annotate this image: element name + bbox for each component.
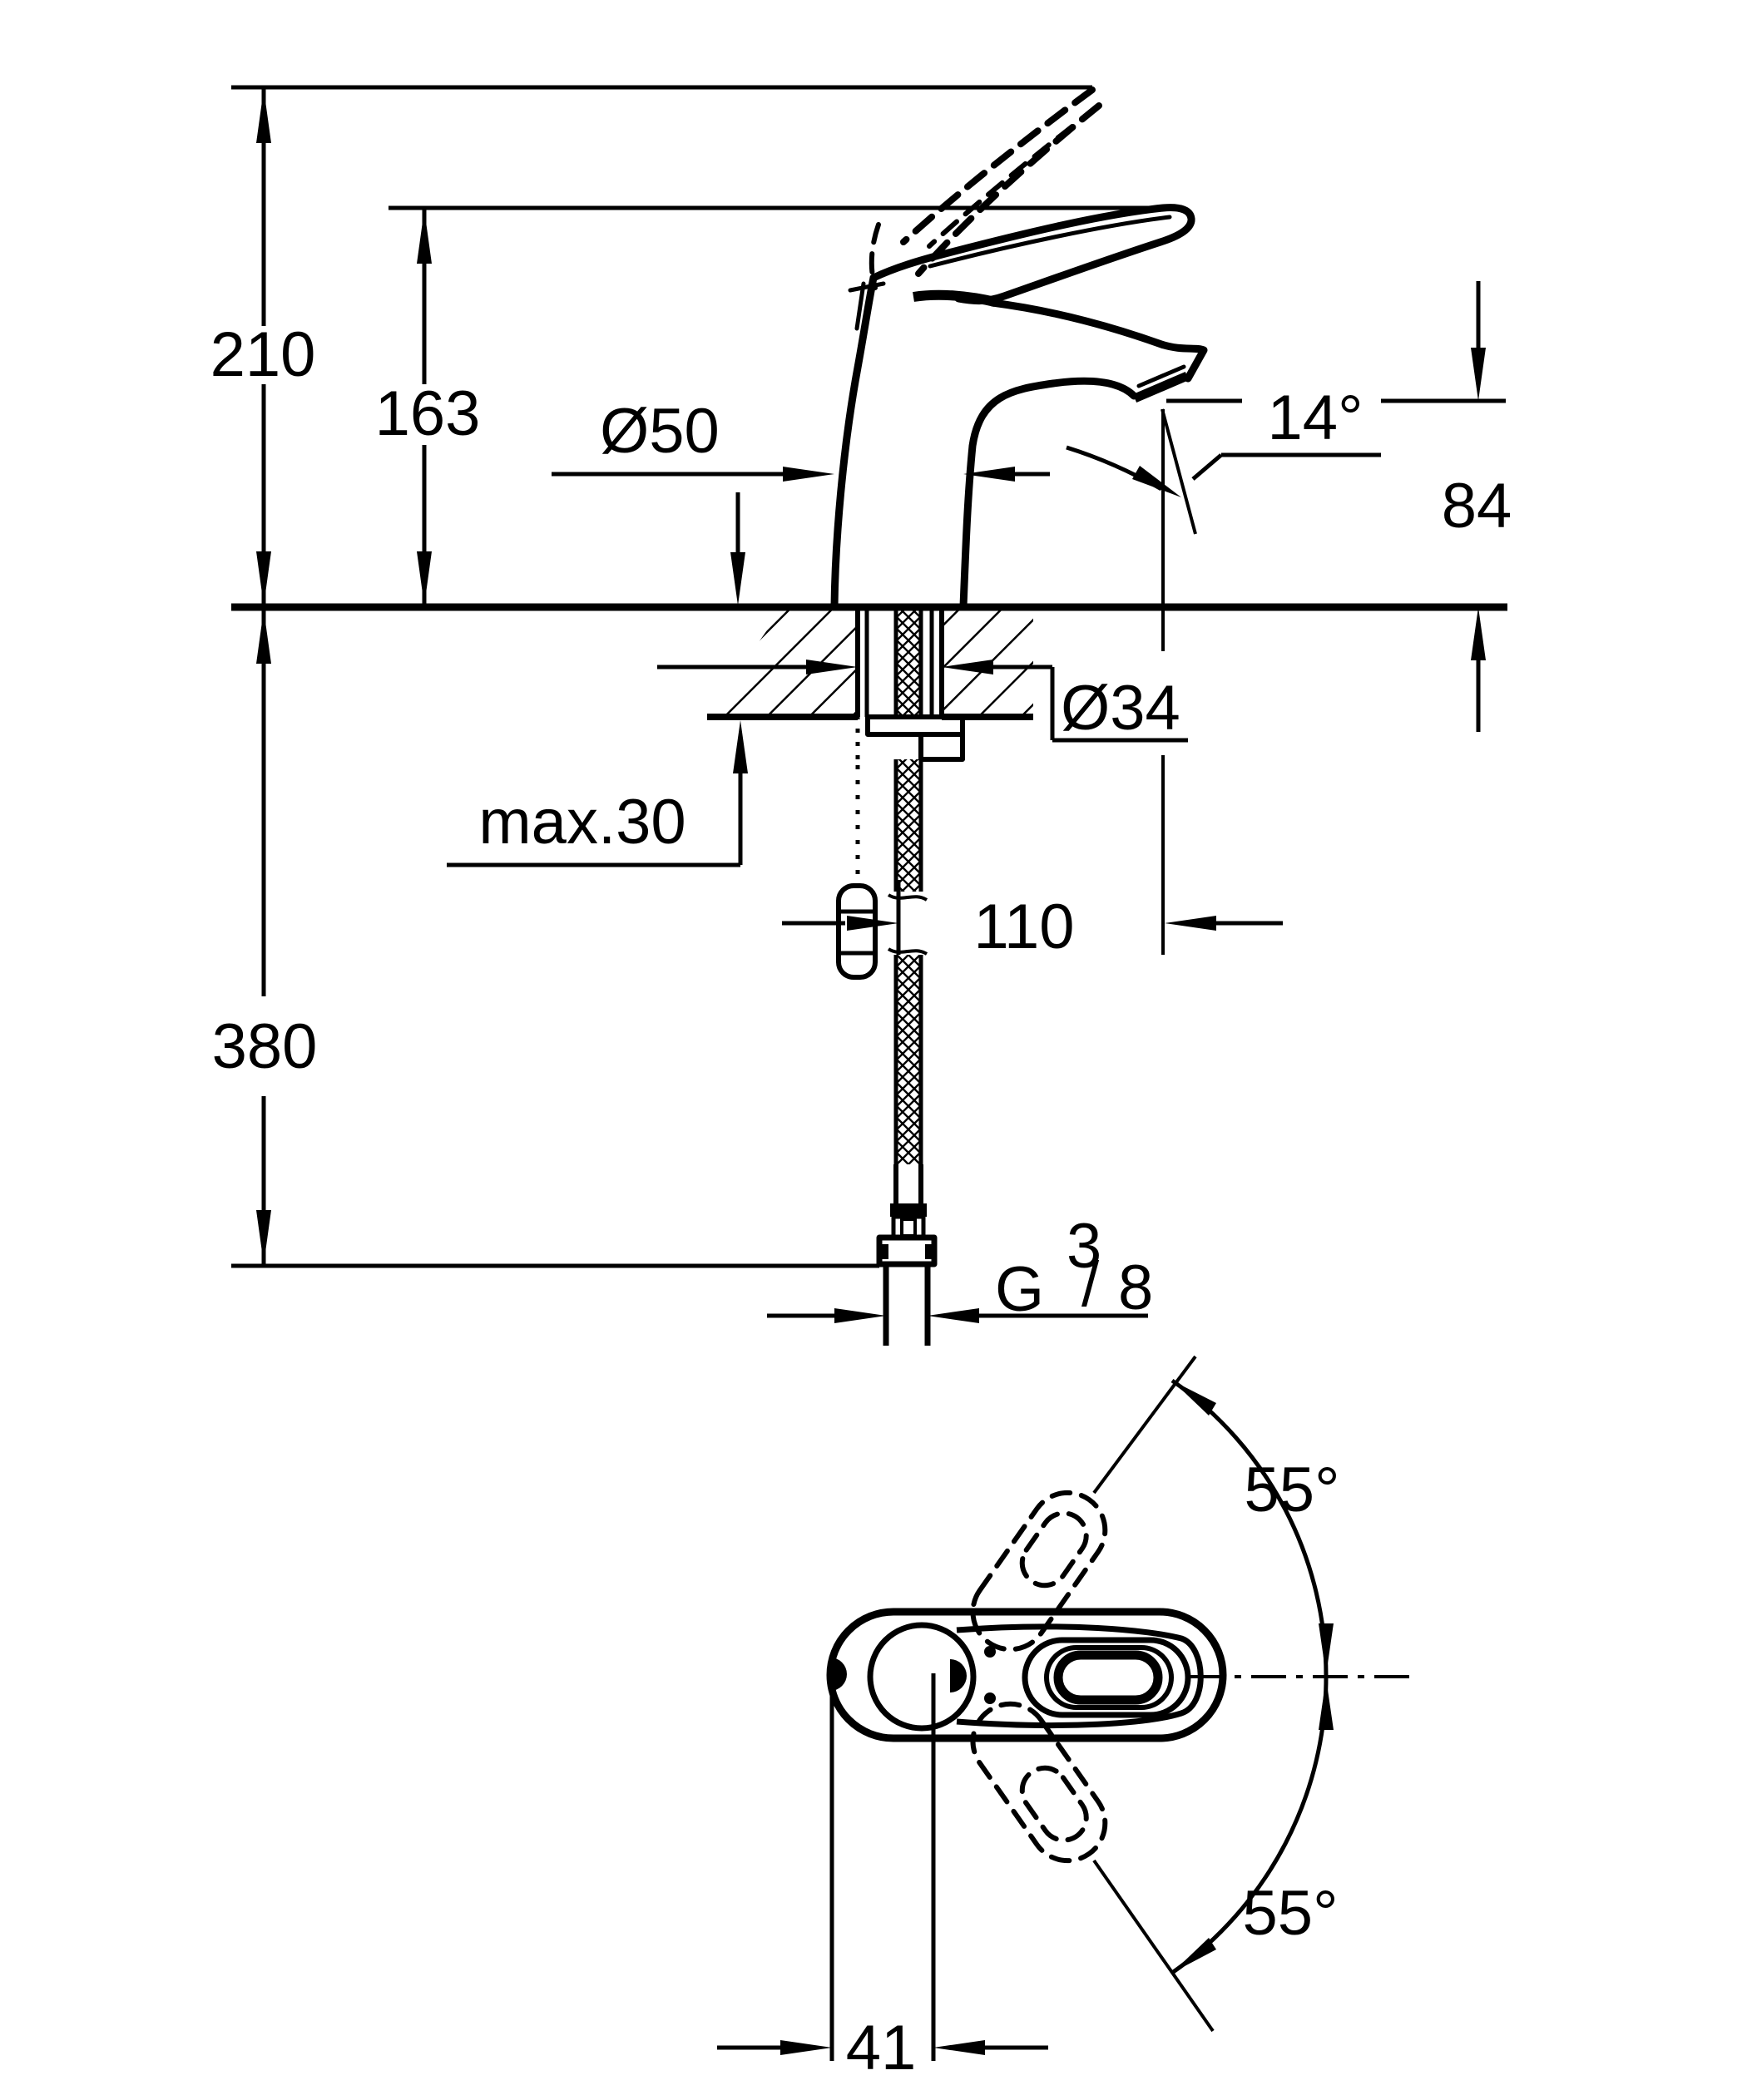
handle-raised-phantom xyxy=(869,86,1102,290)
dim-spout-angle: 14° xyxy=(1066,383,1506,955)
aerator-face xyxy=(1132,371,1190,403)
label-380: 380 xyxy=(212,1011,318,1082)
label-thread-numerator: 3 xyxy=(1067,1211,1101,1282)
dim-deck-thickness: max.30 xyxy=(447,492,748,867)
cartridge-cap xyxy=(867,1622,977,1732)
label-max30: max.30 xyxy=(478,787,685,857)
flex-hose xyxy=(876,759,938,1346)
axis-mark xyxy=(950,1659,967,1692)
hose-collar xyxy=(890,1203,927,1217)
label-diameter-50: Ø50 xyxy=(600,396,720,467)
label-55-upper: 55° xyxy=(1245,1455,1340,1525)
dim-swivel-upper: 55° xyxy=(1170,1378,1340,1678)
dim-thread: G 3 / 8 xyxy=(767,1211,1153,1325)
dim-spout-height: 84 xyxy=(1442,281,1512,732)
label-163: 163 xyxy=(375,378,481,449)
spout-outlet-mark xyxy=(830,1658,847,1691)
label-55-lower: 55° xyxy=(1243,1878,1339,1949)
label-14deg: 14° xyxy=(1268,383,1363,453)
label-thread-slash: / xyxy=(1081,1249,1100,1320)
dim-hole-diameter: Ø34 xyxy=(657,660,1188,744)
dim-swivel-lower: 55° xyxy=(1170,1676,1339,1975)
handle-lever xyxy=(869,204,1195,305)
dim-overall-height: 210 xyxy=(210,85,1092,605)
thread-tail xyxy=(883,1264,931,1346)
dim-hose-length: 380 xyxy=(212,610,879,1268)
dim-body-height: 163 xyxy=(375,205,1171,605)
popup-rod-assembly xyxy=(836,609,878,980)
label-thread-G: G xyxy=(995,1254,1044,1325)
mounting-flange xyxy=(865,714,965,737)
label-84: 84 xyxy=(1442,471,1512,541)
handle-loop-inner xyxy=(1053,1650,1163,1705)
label-41: 41 xyxy=(846,2013,917,2083)
countertop-section xyxy=(231,603,1507,762)
side-view: 210 163 380 Ø50 xyxy=(210,85,1512,1346)
top-view: 55° 55° 41 xyxy=(717,1355,1414,2083)
faucet-body-outline xyxy=(830,204,1208,610)
label-diameter-34: Ø34 xyxy=(1061,673,1180,744)
dim-spout-projection: 110 xyxy=(782,880,1283,962)
dim-handle-offset: 41 xyxy=(717,1673,1048,2083)
countertop-hatch-left xyxy=(709,609,858,714)
label-thread-denominator: 8 xyxy=(1118,1253,1153,1323)
top-view-body xyxy=(826,1608,1414,1742)
dim-base-diameter: Ø50 xyxy=(552,396,1050,482)
handle-swivel-phantoms xyxy=(970,1355,1215,2033)
handle-loop-outer xyxy=(1022,1637,1191,1718)
chain-weight xyxy=(836,883,878,980)
label-210: 210 xyxy=(210,319,316,390)
label-110: 110 xyxy=(973,892,1074,962)
